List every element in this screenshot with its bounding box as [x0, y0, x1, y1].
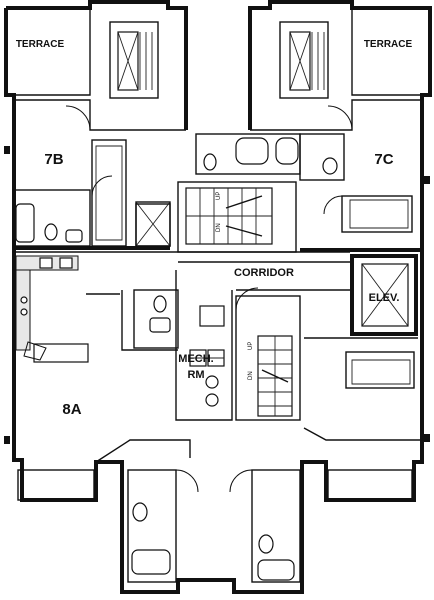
lower-central-stair [199, 287, 301, 421]
terrace-left-label: TERRACE [16, 39, 65, 50]
terrace-right-label: TERRACE [364, 39, 413, 50]
top-left-stair [117, 31, 153, 91]
mech-room [175, 270, 233, 421]
exterior-walls [4, 0, 432, 594]
unit-7b-label: 7B [44, 151, 63, 168]
top-right-stair [289, 31, 325, 91]
unit-8a-label: 8A [62, 401, 81, 418]
unit-7c [195, 99, 424, 252]
mech-room-label-line2: RM [187, 369, 204, 381]
unit-8a [15, 255, 191, 463]
lower-right-unit [303, 337, 420, 441]
lower-balconies [17, 469, 413, 501]
stair-dn-lower-label: DN [248, 371, 254, 380]
columns [4, 146, 430, 444]
lower-bathrooms [127, 469, 301, 583]
stair-up-upper-label: UP [216, 192, 222, 200]
stair-dn-upper-label: DN [216, 223, 222, 232]
elevator [350, 254, 418, 336]
mech-room-label-line1: MECH. [178, 353, 213, 365]
corridor [14, 251, 350, 291]
elevator-label: ELEV. [369, 292, 400, 304]
left-shaft [135, 203, 171, 247]
corridor-label: CORRIDOR [234, 267, 294, 279]
unit-7b [12, 99, 186, 250]
unit-7c-label: 7C [374, 151, 393, 168]
stair-up-lower-label: UP [248, 342, 254, 350]
upper-central-stair [177, 181, 297, 253]
